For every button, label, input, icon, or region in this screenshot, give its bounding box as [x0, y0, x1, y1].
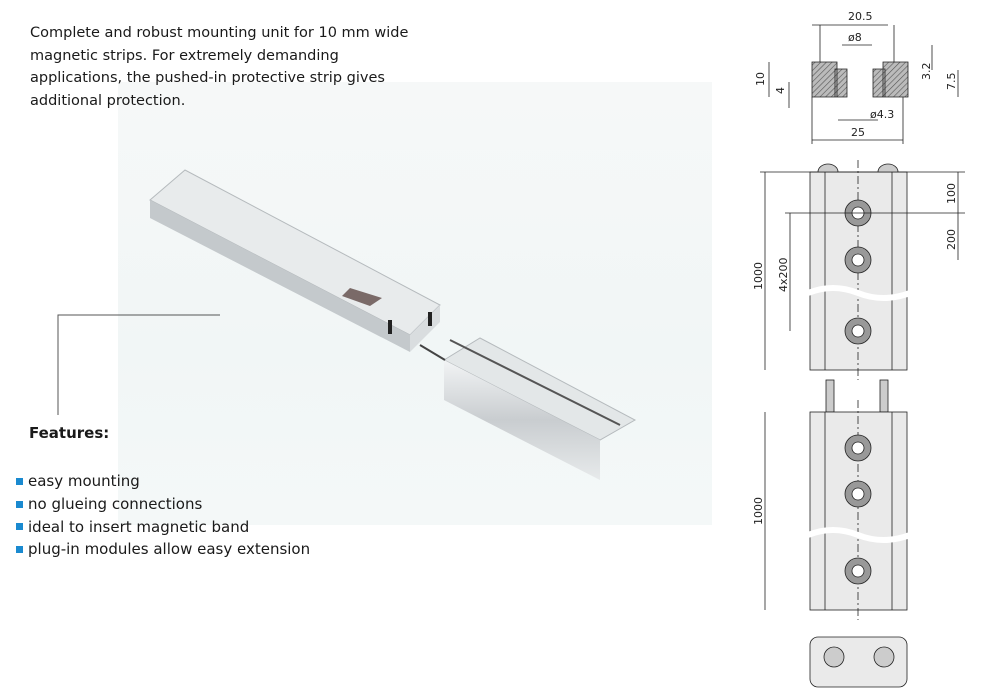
bullet-icon: [16, 523, 23, 531]
dim-first-hole: 100: [945, 183, 958, 204]
segment-bottom: [764, 379, 912, 620]
dim-length-bottom: 1000: [752, 497, 765, 525]
feature-item: ideal to insert magnetic band: [16, 516, 310, 539]
bullet-icon: [16, 477, 23, 485]
dim-width-top: 20.5: [848, 10, 873, 23]
features-list: easy mounting no glueing connections ide…: [16, 470, 310, 561]
intro-text: Complete and robust mounting unit for 10…: [30, 25, 409, 109]
technical-drawing: 20.5 ø8 10 4 3.2 7.5 ø4.3 25 100 200 100…: [752, 10, 965, 688]
feature-item: easy mounting: [16, 470, 310, 493]
product-photo: [149, 169, 637, 480]
dim-lower-height: 7.5: [945, 73, 958, 91]
dim-hole-dia: ø8: [848, 31, 862, 44]
bullet-icon: [16, 546, 23, 554]
segment-top: [760, 160, 965, 380]
bullet-icon: [16, 500, 23, 508]
rail-right: [419, 337, 637, 480]
dim-slot-depth: 4: [774, 87, 787, 94]
dim-length-top: 1000: [752, 262, 765, 290]
feature-item: plug-in modules allow easy extension: [16, 538, 310, 561]
cross-section: [768, 24, 959, 144]
rail-left: [149, 169, 441, 352]
dim-hole-span: 4x200: [777, 257, 790, 292]
dim-upper-offset: 3.2: [920, 63, 933, 81]
dim-width-total: 25: [851, 126, 865, 139]
feature-item: no glueing connections: [16, 493, 310, 516]
dim-height: 10: [754, 72, 767, 86]
dim-hole-pitch: 200: [945, 229, 958, 250]
callout-line: [57, 314, 220, 415]
features-title: Features:: [29, 424, 110, 442]
end-view: [809, 636, 908, 688]
dim-bore-dia: ø4.3: [870, 108, 894, 121]
